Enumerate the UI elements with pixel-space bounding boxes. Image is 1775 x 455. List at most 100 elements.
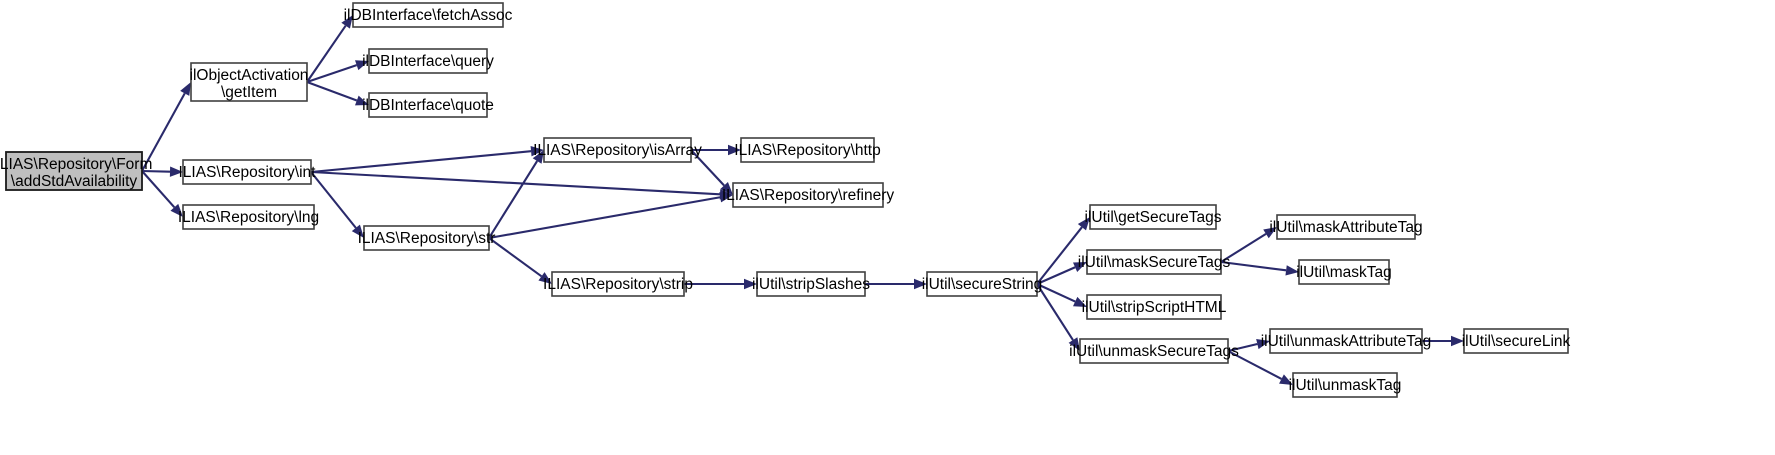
graph-node-int[interactable]: ILIAS\Repository\int [179,159,317,185]
graph-node-http[interactable]: ILIAS\Repository\http [734,137,881,163]
node-box-int[interactable] [182,159,312,185]
node-box-root[interactable] [5,151,143,191]
node-box-isArray[interactable] [543,137,692,163]
arrowhead-icon [355,95,369,106]
node-box-maskAttributeTag[interactable] [1276,214,1416,240]
node-label-lng: ILIAS\Repository\lng [178,209,319,226]
arrowhead-icon [1263,227,1277,239]
graph-node-fetchAssoc[interactable]: ilDBInterface\fetchAssoc [344,2,513,28]
node-box-unmaskTag[interactable] [1292,372,1398,398]
arrowhead-icon [914,278,927,290]
call-edge-secureString-to-unmaskSecureTags [1036,283,1080,351]
graph-node-getItem[interactable]: ilObjectActivation\getItem [190,62,309,102]
graph-node-quote[interactable]: ilDBInterface\quote [362,92,494,118]
call-edge-secureString-to-maskSecureTags [1036,262,1087,285]
node-label-getItem: ilObjectActivation\getItem [190,67,309,101]
call-edge-secureString-to-getSecureTags [1036,217,1090,285]
arrowhead-icon [1285,265,1299,276]
call-edge-secureString-to-stripScriptHTML [1036,283,1087,307]
node-label-secureString: ilUtil\secureString [922,276,1043,293]
arrowhead-icon [744,278,757,290]
node-label-unmaskSecureTags: ilUtil\unmaskSecureTags [1069,343,1239,360]
node-box-maskTag[interactable] [1298,259,1390,285]
nodes-layer: ILIAS\Repository\Form\addStdAvailability… [0,2,1571,398]
graph-node-secureLink[interactable]: ilUtil\secureLink [1462,328,1571,354]
node-box-unmaskSecureTags[interactable] [1079,338,1229,364]
call-edge-getItem-to-query [306,60,369,83]
graph-node-isArray[interactable]: ILIAS\Repository\isArray [533,137,702,163]
arrowhead-icon [530,146,544,157]
node-label-int: ILIAS\Repository\int [179,164,317,181]
graph-node-strip[interactable]: ILIAS\Repository\strip [543,271,693,297]
graph-node-maskSecureTags[interactable]: ilUtil\maskSecureTags [1078,249,1231,275]
call-edge-str-to-isArray [488,150,544,239]
arrowhead-icon [170,203,183,217]
node-label-strip: ILIAS\Repository\strip [543,276,693,293]
graph-node-unmaskSecureTags[interactable]: ilUtil\unmaskSecureTags [1069,338,1239,364]
node-label-stripScriptHTML: ilUtil\stripScriptHTML [1082,299,1227,316]
graph-node-root[interactable]: ILIAS\Repository\Form\addStdAvailability [0,151,152,191]
node-label-maskSecureTags: ilUtil\maskSecureTags [1078,254,1231,271]
graph-node-secureString[interactable]: ilUtil\secureString [922,271,1043,297]
graph-node-maskTag[interactable]: ilUtil\maskTag [1296,259,1392,285]
arrowhead-icon [1077,217,1090,231]
arrowhead-icon [728,144,741,156]
node-box-secureString[interactable] [926,271,1038,297]
graph-node-lng[interactable]: ILIAS\Repository\lng [178,204,319,230]
node-box-str[interactable] [363,225,490,251]
call-edge-root-to-getItem [141,82,191,172]
node-label-unmaskAttributeTag: ilUtil\unmaskAttributeTag [1261,333,1432,350]
call-edge-isArray-to-refinery [690,149,733,195]
arrowhead-icon [351,224,364,238]
node-box-secureLink[interactable] [1463,328,1569,354]
arrowhead-icon [532,150,544,164]
node-box-getItem[interactable] [190,62,308,102]
graph-node-stripSlashes[interactable]: ilUtil\stripSlashes [752,271,870,297]
node-box-query[interactable] [368,48,488,74]
arrowhead-icon [1068,337,1080,351]
call-edge-str-to-strip [488,237,552,284]
graph-node-getSecureTags[interactable]: ilUtil\getSecureTags [1085,204,1222,230]
edges-layer [141,15,1464,385]
node-box-refinery[interactable] [732,182,884,208]
graph-node-refinery[interactable]: ILIAS\Repository\refinery [722,182,895,208]
node-label-isArray: ILIAS\Repository\isArray [533,142,702,159]
call-edge-unmaskSecureTags-to-unmaskTag [1227,350,1293,385]
graph-node-unmaskAttributeTag[interactable]: ilUtil\unmaskAttributeTag [1261,328,1432,354]
node-label-http: ILIAS\Repository\http [734,142,880,159]
arrowhead-icon [1256,338,1270,350]
call-edge-maskSecureTags-to-maskTag [1220,260,1299,276]
call-edge-getItem-to-quote [306,81,369,106]
node-box-unmaskAttributeTag[interactable] [1269,328,1423,354]
node-box-stripSlashes[interactable] [756,271,866,297]
node-box-maskSecureTags[interactable] [1086,249,1222,275]
call-edge-getItem-to-fetchAssoc [306,15,353,83]
node-label-maskTag: ilUtil\maskTag [1296,264,1392,281]
node-label-quote: ilDBInterface\quote [362,97,494,114]
call-edge-unmaskSecureTags-to-unmaskAttributeTag [1227,338,1270,353]
node-box-fetchAssoc[interactable] [352,2,504,28]
node-label-maskAttributeTag: ilUtil\maskAttributeTag [1269,219,1422,236]
node-box-stripScriptHTML[interactable] [1086,294,1222,320]
call-edge-unmaskAttributeTag-to-secureLink [1422,335,1464,347]
node-label-unmaskTag: ilUtil\unmaskTag [1289,377,1402,394]
call-edge-maskSecureTags-to-maskAttributeTag [1220,227,1277,263]
arrowhead-icon [169,166,183,177]
graph-node-stripScriptHTML[interactable]: ilUtil\stripScriptHTML [1082,294,1227,320]
node-box-getSecureTags[interactable] [1089,204,1217,230]
call-edge-isArray-to-http [691,144,741,156]
node-box-http[interactable] [740,137,875,163]
graph-node-query[interactable]: ilDBInterface\query [362,48,494,74]
graph-node-str[interactable]: ILIAS\Repository\str [358,225,496,251]
arrowhead-icon [1279,374,1293,385]
graph-node-unmaskTag[interactable]: ilUtil\unmaskTag [1289,372,1402,398]
node-box-quote[interactable] [368,92,488,118]
arrowhead-icon [355,60,369,71]
node-label-stripSlashes: ilUtil\stripSlashes [752,276,870,293]
node-box-strip[interactable] [551,271,685,297]
arrowhead-icon [720,181,733,195]
graph-node-maskAttributeTag[interactable]: ilUtil\maskAttributeTag [1269,214,1423,240]
call-edge-strip-to-stripSlashes [684,278,757,290]
node-box-lng[interactable] [182,204,315,230]
